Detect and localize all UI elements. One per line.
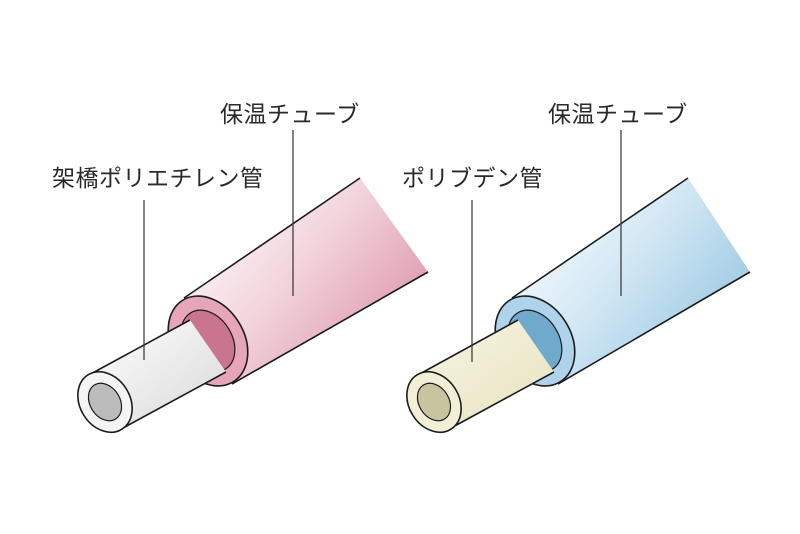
left-pe-pipe bbox=[77, 319, 227, 433]
right-insulation-tube-label: 保温チューブ bbox=[548, 102, 688, 128]
right-pb-pipe bbox=[406, 319, 555, 433]
left-pe-pipe-label: 架橋ポリエチレン管 bbox=[52, 166, 264, 192]
right-pb-pipe-label: ポリブデン管 bbox=[402, 166, 543, 192]
left-insulation-tube-label: 保温チューブ bbox=[220, 102, 360, 128]
